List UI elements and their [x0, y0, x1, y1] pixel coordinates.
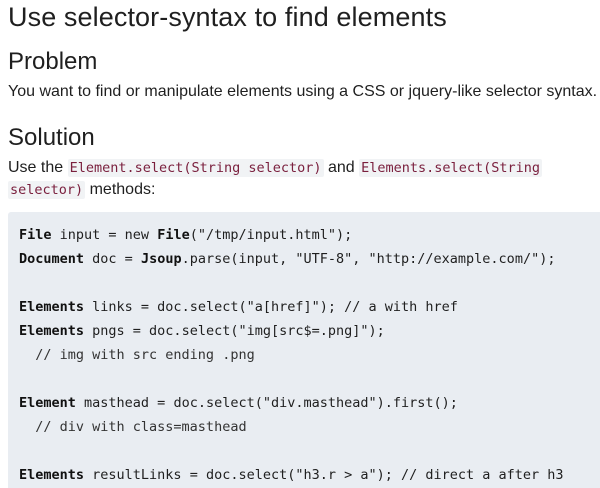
code-block: File input = new File("/tmp/input.html")…	[8, 212, 600, 488]
solution-heading: Solution	[8, 124, 95, 151]
code-line-3: Elements links = doc.select("a[href]"); …	[19, 298, 458, 316]
code-text: doc =	[84, 251, 141, 267]
code-type: Elements	[19, 323, 85, 339]
code-type: Elements	[19, 467, 85, 483]
code-line-5-comment: // img with src ending .png	[19, 347, 255, 363]
code-type: File	[157, 227, 190, 243]
code-text: masthead = doc.select("div.masthead").fi…	[75, 395, 458, 411]
code-text: links = doc.select("a[href]"); // a with…	[84, 299, 458, 315]
page-title: Use selector-syntax to find elements	[8, 2, 447, 32]
solution-text-line-2: selector) methods:	[8, 179, 155, 201]
inline-code-element-select: Element.select(String selector)	[67, 159, 324, 177]
code-line-2: Document doc = Jsoup.parse(input, "UTF-8…	[19, 250, 555, 268]
code-text: input = new	[51, 227, 158, 243]
inline-code-elements-select: Elements.select(String	[359, 159, 542, 177]
code-text: resultLinks = doc.select("h3.r > a"); //…	[84, 467, 564, 483]
code-text: ("/tmp/input.html");	[189, 227, 353, 243]
solution-mid: and	[323, 159, 360, 176]
problem-heading: Problem	[8, 48, 98, 75]
code-type: Document	[19, 251, 85, 267]
solution-suffix: methods:	[85, 181, 156, 198]
code-type: Elements	[19, 299, 85, 315]
code-type: Jsoup	[140, 251, 182, 267]
code-line-1: File input = new File("/tmp/input.html")…	[19, 226, 352, 244]
code-type: Element	[19, 395, 76, 411]
code-line-4: Elements pngs = doc.select("img[src$=.pn…	[19, 322, 385, 340]
code-line-7-comment: // div with class=masthead	[19, 419, 247, 435]
code-text: .parse(input, "UTF-8", "http://example.c…	[181, 251, 556, 267]
code-text: pngs = doc.select("img[src$=.png]");	[84, 323, 385, 339]
code-line-6: Element masthead = doc.select("div.masth…	[19, 394, 458, 412]
solution-text-line-1: Use the Element.select(String selector) …	[8, 157, 542, 179]
code-line-8: Elements resultLinks = doc.select("h3.r …	[19, 466, 564, 484]
problem-text: You want to find or manipulate elements …	[8, 83, 598, 100]
code-type: File	[19, 227, 52, 243]
solution-prefix: Use the	[8, 159, 68, 176]
inline-code-elements-select-cont: selector)	[8, 181, 86, 199]
